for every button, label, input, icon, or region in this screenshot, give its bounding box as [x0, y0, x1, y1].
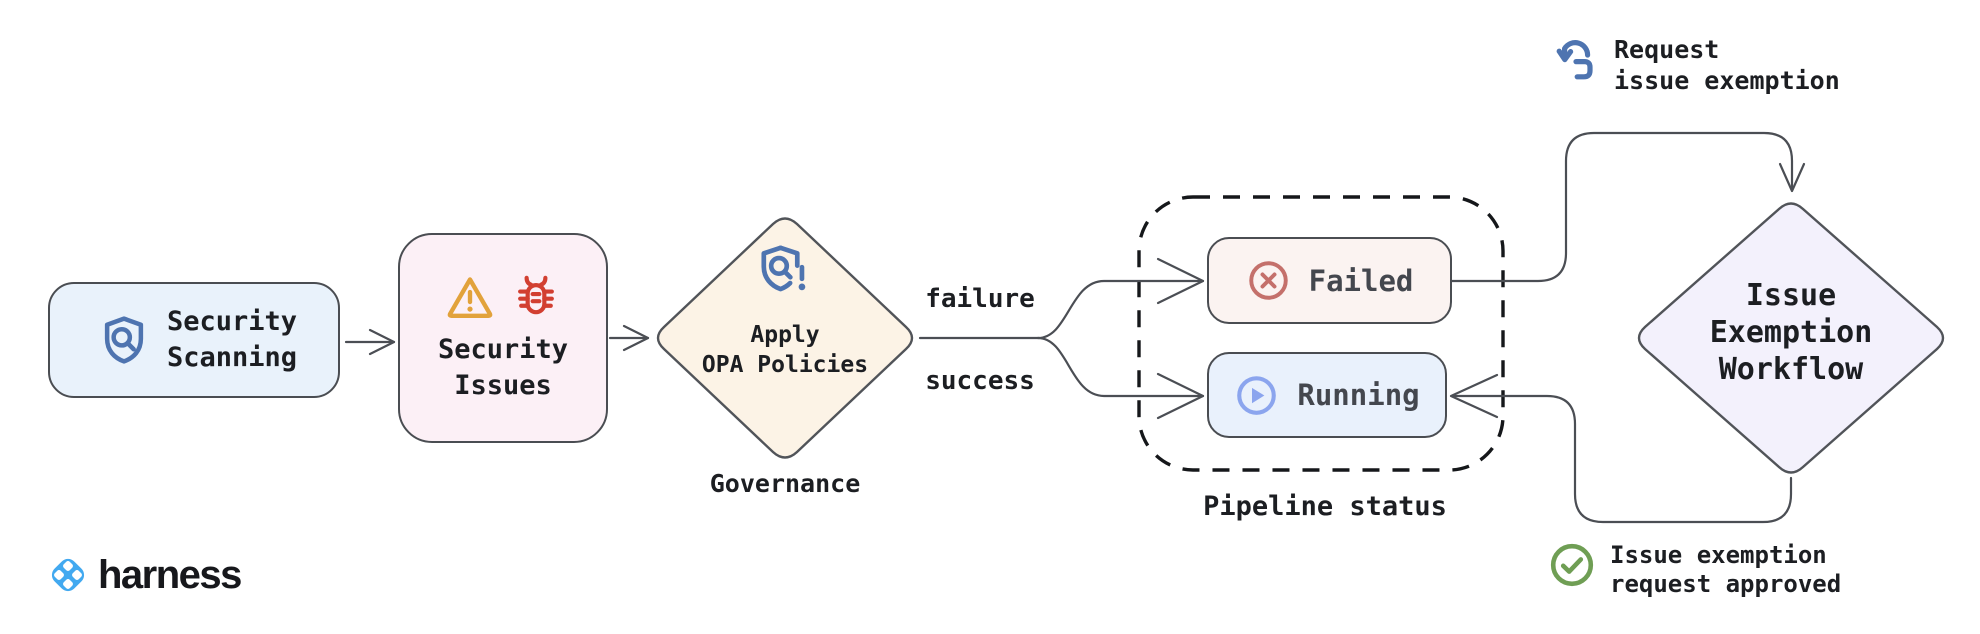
- harness-brand: harness: [44, 551, 242, 599]
- arrowhead-icon: [1156, 372, 1205, 420]
- request-exemption-annotation: Request issue exemption: [1552, 34, 1840, 96]
- pipeline-status-group-border: [1137, 195, 1505, 472]
- arrowhead-icon: [622, 324, 650, 352]
- node-label: Security Scanning: [166, 306, 298, 373]
- edge-failure: [1036, 279, 1205, 340]
- governance-caption: Governance: [709, 469, 861, 498]
- annotation-text: Issue exemption request approved: [1610, 541, 1842, 598]
- edge-label-failure: failure: [925, 284, 1035, 314]
- node-label: Running: [1297, 378, 1420, 412]
- edge-failed-exemption: [1450, 131, 1794, 283]
- node-security-scanning: Security Scanning: [48, 282, 340, 398]
- opa-policies-diamond: [656, 217, 914, 459]
- bug-icon: [518, 275, 554, 315]
- node-failed: Failed: [1207, 237, 1452, 324]
- approved-annotation: Issue exemption request approved: [1548, 541, 1841, 599]
- edge-success: [1036, 336, 1205, 398]
- arrowhead-icon: [1156, 257, 1205, 305]
- circle-play-icon: [1237, 375, 1277, 415]
- node-label: Failed: [1308, 263, 1414, 298]
- edge-label-success: success: [925, 366, 1035, 396]
- node-label-issue-exemption-workflow: Issue Exemption Workflow: [1709, 278, 1873, 387]
- shield-search-alert-icon: [761, 245, 806, 292]
- circle-x-icon: [1248, 261, 1288, 300]
- pipeline-status-caption: Pipeline status: [1203, 491, 1447, 522]
- circle-check-icon: [1550, 543, 1594, 587]
- issue-icons: [445, 272, 561, 322]
- warning-triangle-icon: [447, 277, 493, 318]
- annotation-text: Request issue exemption: [1614, 35, 1840, 95]
- node-label: Security Issues: [437, 334, 569, 401]
- tap-request-icon: [1556, 40, 1593, 80]
- node-security-issues: Security Issues: [398, 233, 608, 443]
- arrowhead-icon: [368, 328, 396, 356]
- node-label-apply-opa-policies: Apply OPA Policies: [701, 322, 869, 378]
- edge-exemption-running: [1450, 394, 1793, 524]
- node-running: Running: [1207, 352, 1447, 438]
- shield-search-icon: [104, 316, 144, 364]
- brand-wordmark: harness: [98, 552, 242, 597]
- arrowhead-icon: [1778, 162, 1806, 193]
- issue-exemption-diamond: [1637, 202, 1945, 474]
- harness-logo-icon: [51, 558, 85, 592]
- arrowhead-icon: [1449, 373, 1499, 419]
